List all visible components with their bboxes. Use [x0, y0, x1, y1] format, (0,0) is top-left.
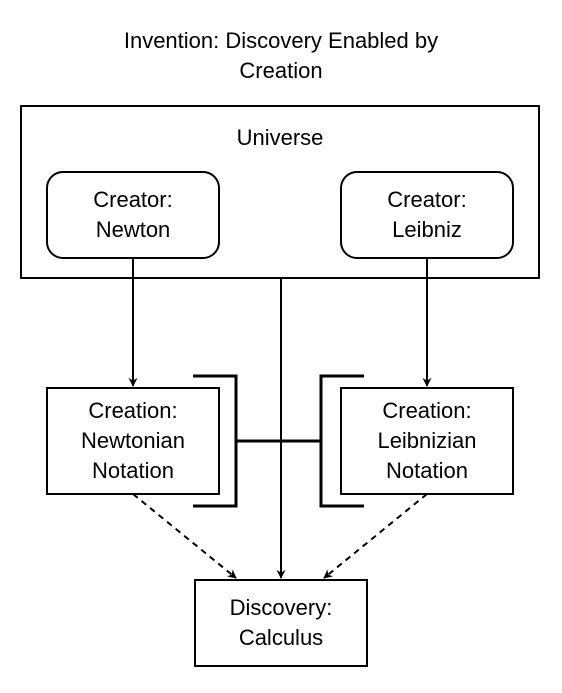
discovery-box — [194, 579, 368, 667]
diagram-title: Invention: Discovery Enabled by Creation — [56, 26, 506, 86]
creation-leibnizian-line-2: Leibnizian — [377, 428, 477, 453]
creation-leibnizian-line-3: Notation — [386, 458, 468, 483]
dashed-arrow-leibnizian-to-discovery — [323, 493, 428, 579]
diagram-title-line-2: Creation — [239, 58, 323, 83]
creator-newton-line-1: Creator: — [93, 187, 173, 212]
dashed-arrow-newtonian-to-discovery — [132, 493, 237, 579]
discovery-line-1: Discovery: — [229, 595, 333, 620]
creator-leibniz-label: Creator: Leibniz — [341, 172, 513, 258]
discovery-label: Discovery: Calculus — [195, 580, 367, 666]
creator-leibniz-line-1: Creator: — [387, 187, 467, 212]
creation-newtonian-line-2: Newtonian — [81, 428, 185, 453]
creation-leibnizian-label: Creation: Leibnizian Notation — [341, 388, 513, 494]
creation-leibnizian-line-1: Creation: — [382, 398, 472, 423]
creation-newtonian-line-1: Creation: — [88, 398, 178, 423]
creator-newton-line-2: Newton — [95, 217, 171, 242]
creation-newtonian-label: Creation: Newtonian Notation — [47, 388, 219, 494]
creation-newtonian-line-3: Notation — [92, 458, 174, 483]
discovery-line-2: Calculus — [238, 625, 324, 650]
diagram-title-line-1: Invention: Discovery Enabled by — [123, 28, 439, 53]
creator-newton-label: Creator: Newton — [47, 172, 219, 258]
universe-label: Universe — [236, 125, 324, 150]
creator-leibniz-line-2: Leibniz — [392, 217, 462, 242]
